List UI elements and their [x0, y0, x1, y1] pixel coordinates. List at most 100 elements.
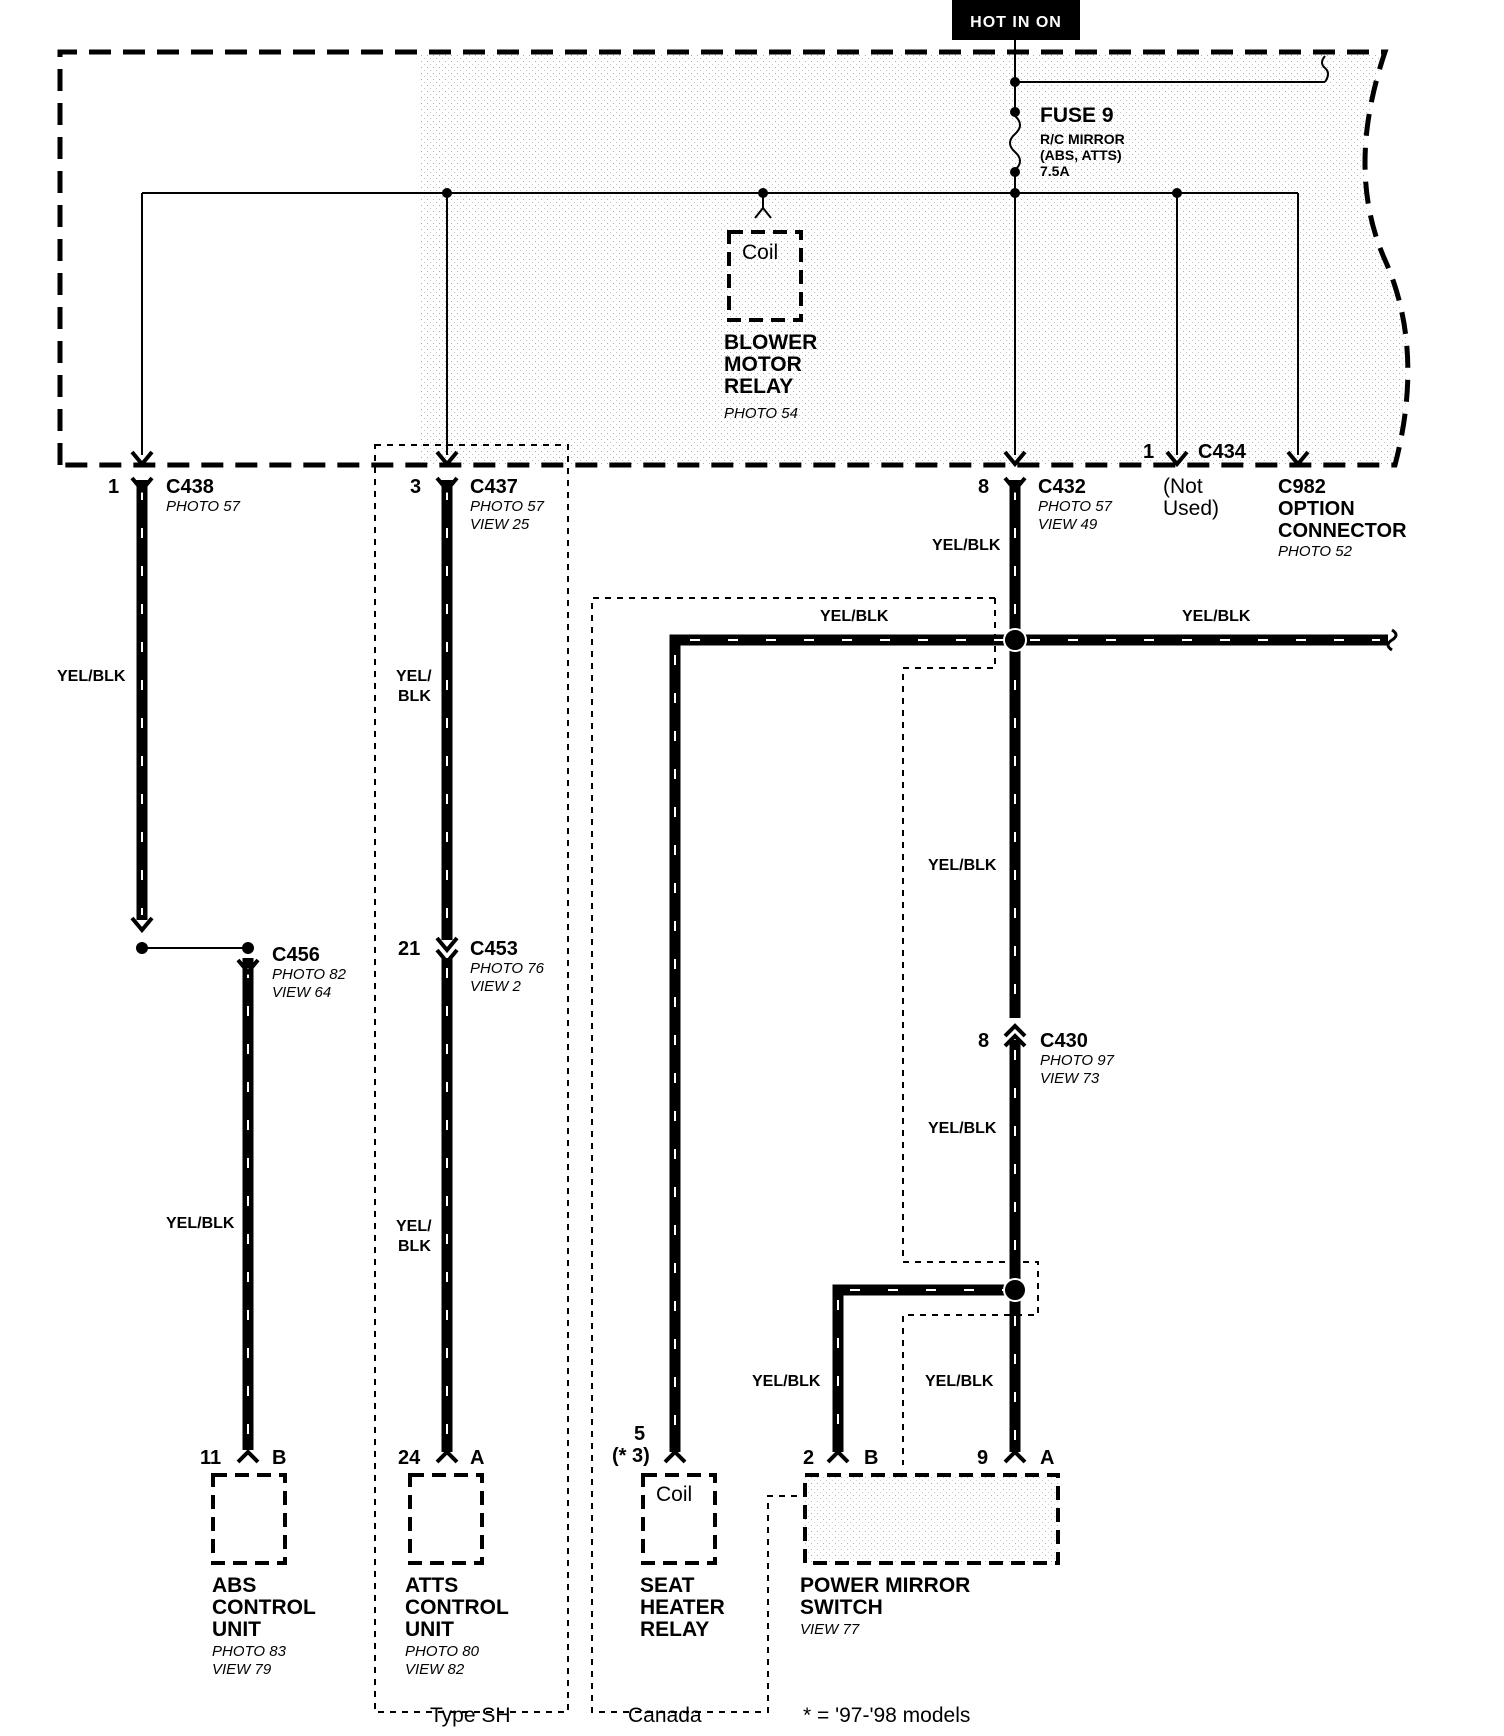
c432-pin: 8 — [978, 476, 989, 498]
c437-view: VIEW 25 — [470, 516, 530, 533]
wire-branch-left: YEL/BLK — [820, 608, 889, 625]
c438-photo: PHOTO 57 — [166, 498, 241, 515]
abs-name-2: CONTROL — [212, 1596, 316, 1619]
mirror-terminal-a: A — [1040, 1447, 1054, 1469]
mirror-pin-a: 9 — [977, 1447, 988, 1469]
seat-heater-relay-box — [641, 1473, 717, 1565]
c456-view: VIEW 64 — [272, 984, 331, 1001]
abs-name-1: ABS — [212, 1574, 256, 1597]
atts-terminal: A — [470, 1447, 484, 1469]
c453-photo: PHOTO 76 — [470, 960, 545, 977]
seat-relay-coil-label: Coil — [656, 1483, 692, 1506]
wire-atts-lower-1: YEL/ — [396, 1218, 432, 1235]
seat-pin-alt: (* 3) — [612, 1445, 650, 1467]
harness-continues-right — [1386, 628, 1398, 652]
wire-abs-upper: YEL/BLK — [57, 668, 126, 685]
wire-mirror-b: YEL/BLK — [752, 1373, 821, 1390]
c432-name: C432 — [1038, 476, 1086, 498]
fuse-box-shading — [420, 55, 1408, 465]
atts-control-unit-box — [408, 1473, 484, 1565]
c982-line-2: OPTION — [1278, 498, 1355, 520]
fuse-circuit-label: R/C MIRROR — [1040, 131, 1125, 147]
wire-atts-upper-2: BLK — [398, 688, 431, 705]
splice-bottom — [1003, 1278, 1027, 1302]
c434-pin: 1 — [1143, 441, 1154, 463]
harness-wire-stripes — [141, 490, 1380, 1445]
blower-relay-photo: PHOTO 54 — [724, 405, 798, 422]
c437-name: C437 — [470, 476, 518, 498]
wire-mirror-a: YEL/BLK — [925, 1373, 994, 1390]
c434-note-2: Used) — [1163, 497, 1219, 520]
seat-name-2: HEATER — [640, 1596, 725, 1619]
c437-photo: PHOTO 57 — [470, 498, 545, 515]
c437-pin: 3 — [410, 476, 421, 498]
seat-pin: 5 — [634, 1423, 645, 1445]
c453-name: C453 — [470, 938, 518, 960]
blower-relay-name-3: RELAY — [724, 375, 793, 398]
atts-name-1: ATTS — [405, 1574, 458, 1597]
c982-name: C982 — [1278, 476, 1326, 498]
abs-control-unit-box — [211, 1473, 287, 1565]
hot-in-on-header: HOT IN ON — [952, 0, 1080, 40]
c456-photo: PHOTO 82 — [272, 966, 347, 983]
blower-relay-coil-label: Coil — [742, 241, 778, 264]
abs-pin: 11 — [200, 1447, 221, 1469]
splice-top — [1003, 628, 1027, 652]
fuse-9-label: FUSE 9 — [1040, 104, 1114, 127]
fuse-box-internal-wires — [141, 40, 1329, 455]
wire-abs-lower: YEL/BLK — [166, 1215, 235, 1232]
atts-photo: PHOTO 80 — [405, 1643, 480, 1660]
mirror-name-2: SWITCH — [800, 1596, 883, 1619]
wire-atts-upper-1: YEL/ — [396, 668, 432, 685]
wire-main-lower: YEL/BLK — [928, 1120, 997, 1137]
c430-pin: 8 — [978, 1030, 989, 1052]
c430-photo: PHOTO 97 — [1040, 1052, 1115, 1069]
c432-view: VIEW 49 — [1038, 516, 1098, 533]
atts-name-2: CONTROL — [405, 1596, 509, 1619]
c434-name: C434 — [1198, 441, 1247, 463]
blower-relay-coil-box — [727, 230, 803, 322]
seat-name-3: RELAY — [640, 1618, 709, 1641]
c453-pin: 21 — [398, 938, 420, 960]
c453-view: VIEW 2 — [470, 978, 522, 995]
mirror-view: VIEW 77 — [800, 1621, 860, 1638]
c430-name: C430 — [1040, 1030, 1088, 1052]
c456-splice — [136, 942, 254, 954]
atts-view: VIEW 82 — [405, 1661, 465, 1678]
c456-name: C456 — [272, 944, 320, 966]
abs-view: VIEW 79 — [212, 1661, 272, 1678]
seat-name-1: SEAT — [640, 1574, 695, 1597]
c438-name: C438 — [166, 476, 214, 498]
atts-pin: 24 — [398, 1447, 421, 1469]
power-mirror-switch-box — [803, 1473, 1060, 1565]
c982-photo: PHOTO 52 — [1278, 543, 1353, 560]
wire-branch-right: YEL/BLK — [1182, 608, 1251, 625]
fuse-circuit-sub-label: (ABS, ATTS) — [1040, 147, 1122, 163]
atts-name-3: UNIT — [405, 1618, 454, 1641]
abs-name-3: UNIT — [212, 1618, 261, 1641]
fuse-rating-label: 7.5A — [1040, 163, 1070, 179]
c434-note-1: (Not — [1163, 475, 1203, 498]
c982-line-3: CONNECTOR — [1278, 520, 1407, 542]
footnote-type-sh: Type SH — [430, 1704, 511, 1727]
abs-photo: PHOTO 83 — [212, 1643, 287, 1660]
mirror-pin-b: 2 — [803, 1447, 814, 1469]
c432-photo: PHOTO 57 — [1038, 498, 1113, 515]
footnote-models: * = '97-'98 models — [803, 1704, 970, 1727]
wire-main-mid: YEL/BLK — [928, 857, 997, 874]
wire-main-upper: YEL/BLK — [932, 537, 1001, 554]
fuse-box-outline — [57, 49, 1411, 468]
c430-view: VIEW 73 — [1040, 1070, 1100, 1087]
option-dashed-boxes — [374, 444, 1039, 1713]
connector-symbols — [130, 450, 1310, 1464]
mirror-name-1: POWER MIRROR — [800, 1574, 970, 1597]
mirror-terminal-b: B — [864, 1447, 878, 1469]
blower-relay-name-1: BLOWER — [724, 331, 817, 354]
hot-in-on-label: HOT IN ON — [970, 14, 1062, 31]
c438-pin: 1 — [108, 476, 119, 498]
abs-terminal: B — [272, 1447, 286, 1469]
blower-relay-name-2: MOTOR — [724, 353, 802, 376]
wire-atts-lower-2: BLK — [398, 1238, 431, 1255]
fuse-box-junction-dots — [442, 77, 1182, 198]
